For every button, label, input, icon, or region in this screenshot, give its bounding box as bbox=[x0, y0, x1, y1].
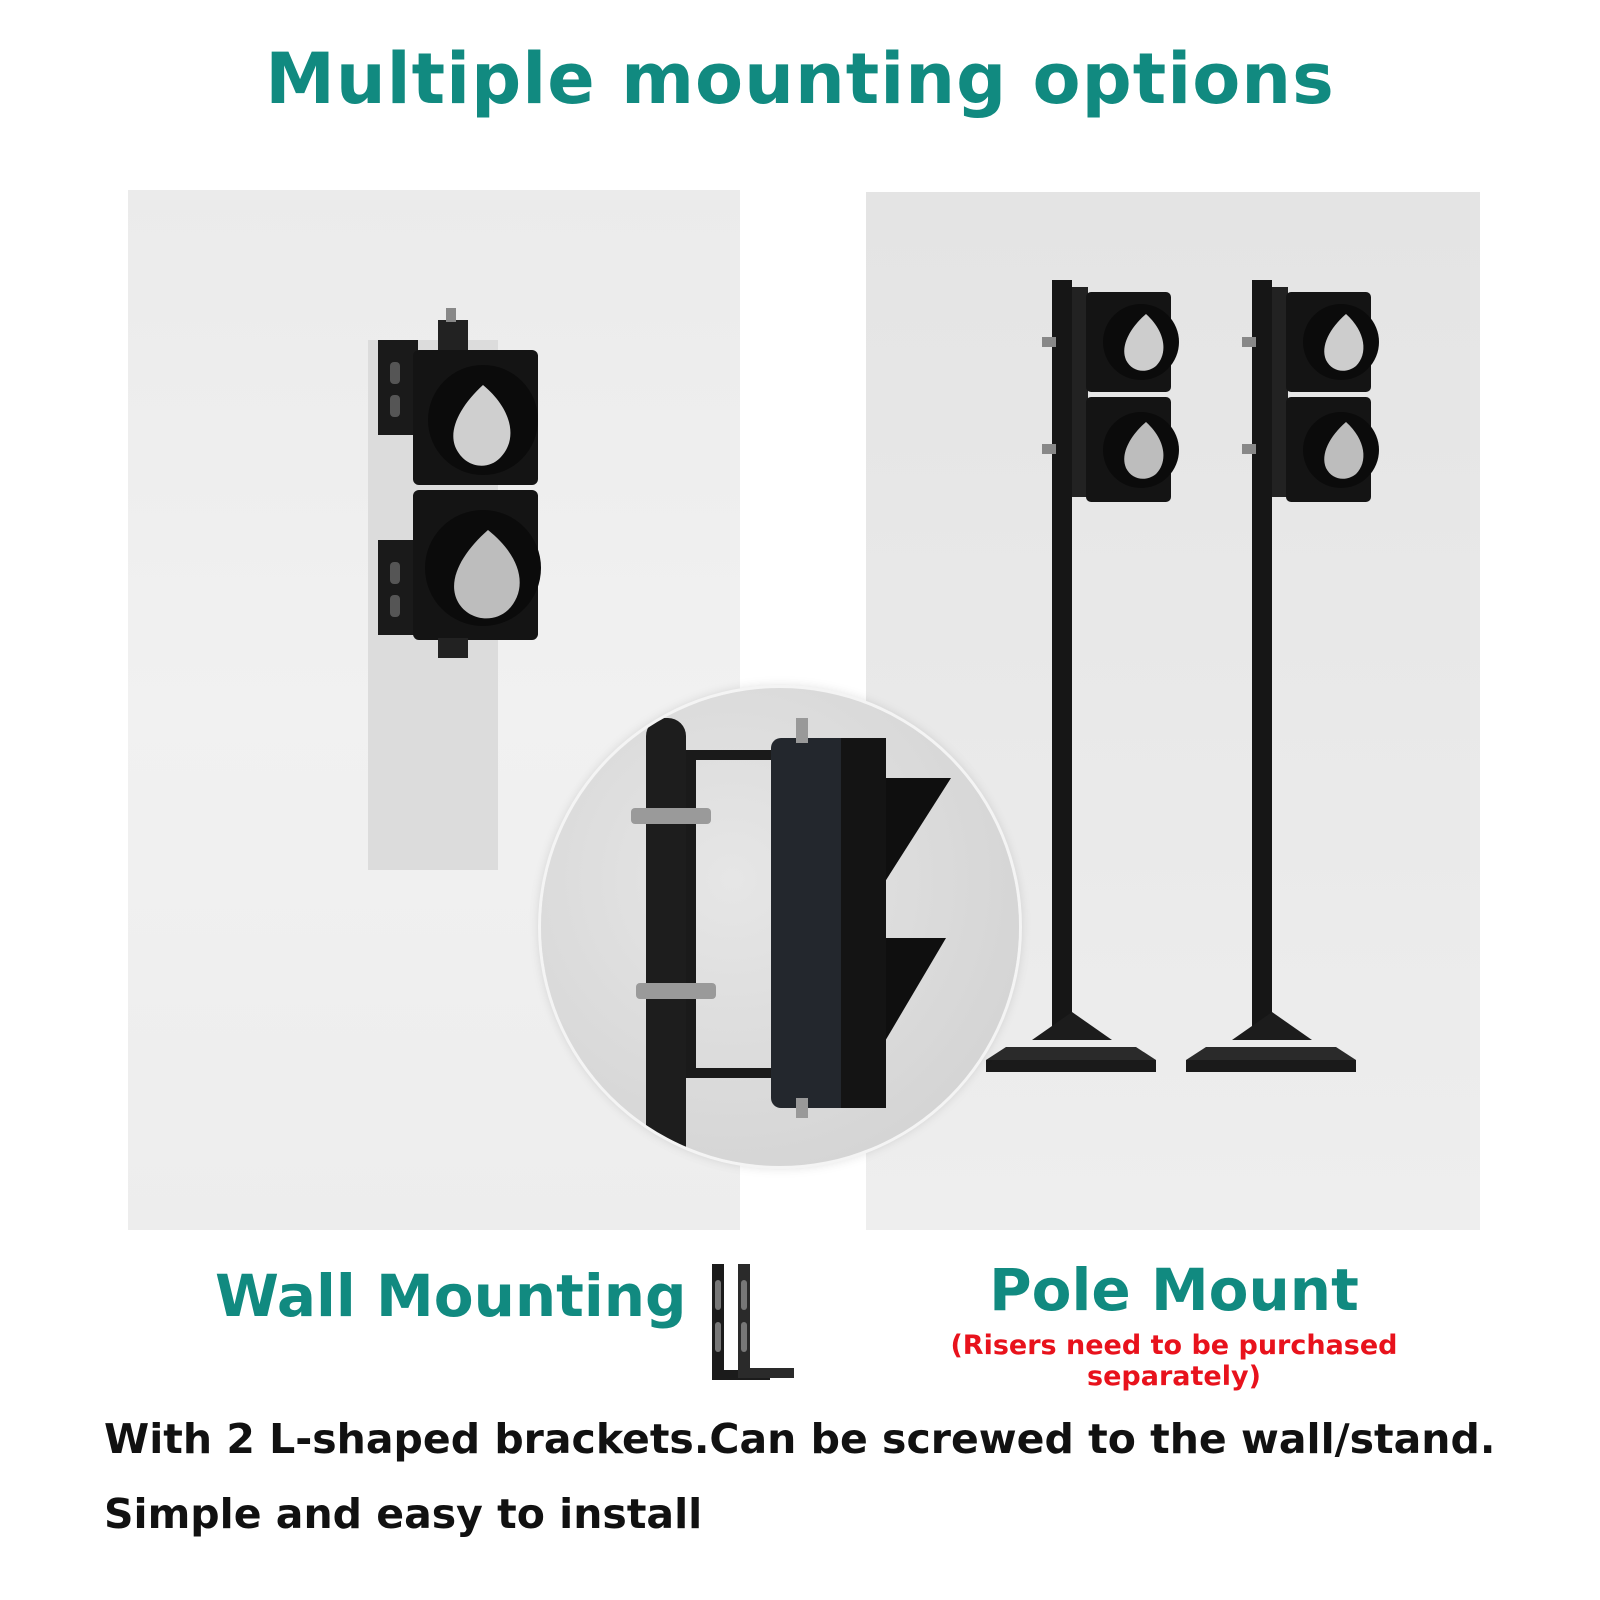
pole-mount-label: Pole Mount bbox=[989, 1256, 1359, 1324]
risers-note: (Risers need to be purchased separately) bbox=[950, 1330, 1398, 1392]
caption-line-2: Simple and easy to install bbox=[104, 1490, 703, 1538]
l-bracket-icon bbox=[712, 1264, 794, 1380]
wall-traffic-light-icon bbox=[368, 308, 541, 870]
pole-bracket-closeup-icon bbox=[631, 718, 951, 1166]
pole-unit-left bbox=[986, 280, 1179, 1072]
page-title: Multiple mounting options bbox=[265, 38, 1335, 120]
wall-mount-photo bbox=[128, 190, 740, 1230]
pole-unit-right bbox=[1186, 280, 1379, 1072]
pole-traffic-lights-icon bbox=[986, 280, 1379, 1072]
caption-line-1: With 2 L-shaped brackets.Can be screwed … bbox=[104, 1415, 1496, 1463]
wall-mounting-label: Wall Mounting bbox=[215, 1262, 687, 1330]
pole-bracket-detail-photo bbox=[541, 688, 1019, 1166]
